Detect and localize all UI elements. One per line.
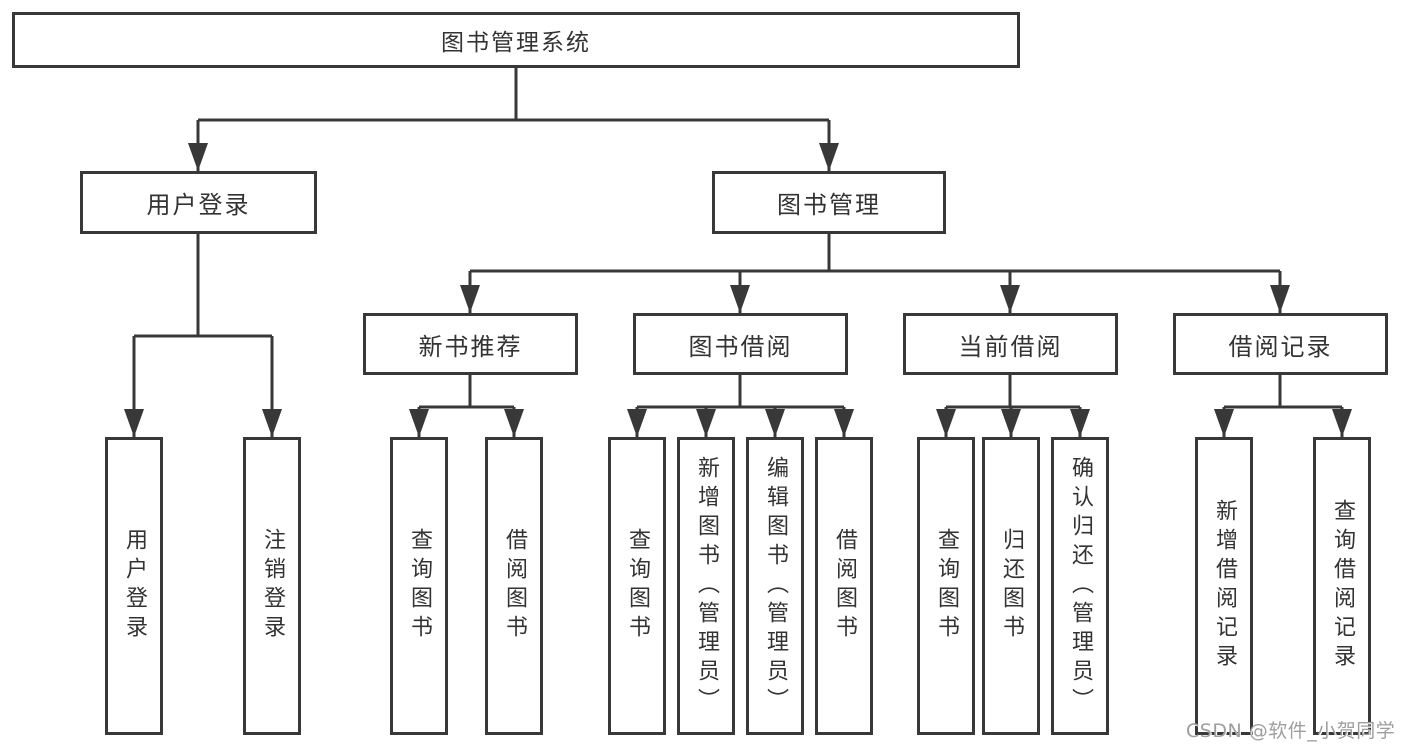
leaf-user-login: 用户登录	[105, 437, 163, 735]
node-label: 借阅图书	[502, 528, 527, 644]
node-user-login: 用户登录	[80, 171, 317, 234]
node-label: 新书推荐	[418, 332, 523, 361]
leaf-query-books-recommend: 查询图书	[390, 437, 448, 735]
node-label: 查询借阅记录	[1330, 499, 1355, 673]
node-label: 查询图书	[407, 528, 432, 644]
node-label: 确认归还（管理员）	[1068, 455, 1093, 717]
node-label: 图书借阅	[688, 332, 793, 361]
node-label: 查询图书	[625, 528, 650, 644]
leaf-logout: 注销登录	[243, 437, 301, 735]
node-label: 当前借阅	[958, 332, 1063, 361]
node-label: 图书管理系统	[441, 30, 591, 56]
node-label: 用户登录	[146, 191, 251, 219]
leaf-confirm-return-admin: 确认归还（管理员）	[1051, 437, 1109, 735]
leaf-query-borrow-record: 查询借阅记录	[1313, 437, 1371, 735]
leaf-borrow-books-recommend: 借阅图书	[485, 437, 543, 735]
node-label: 编辑图书（管理员）	[763, 455, 788, 717]
node-label: 借阅记录	[1228, 332, 1333, 361]
node-current-borrowing: 当前借阅	[903, 313, 1118, 375]
node-label: 归还图书	[999, 528, 1024, 644]
leaf-query-books-borrow: 查询图书	[608, 437, 666, 735]
node-label: 图书管理	[777, 191, 881, 219]
node-label: 新增借阅记录	[1212, 499, 1237, 673]
node-label: 借阅图书	[832, 528, 857, 644]
node-label: 用户登录	[122, 528, 147, 644]
leaf-add-book-admin: 新增图书（管理员）	[677, 437, 735, 735]
node-label: 查询图书	[934, 528, 959, 644]
leaf-borrow-books: 借阅图书	[815, 437, 873, 735]
leaf-add-borrow-record: 新增借阅记录	[1195, 437, 1253, 735]
leaf-edit-book-admin: 编辑图书（管理员）	[746, 437, 804, 735]
node-new-book-recommendation: 新书推荐	[363, 313, 578, 375]
node-borrowing-records: 借阅记录	[1173, 313, 1388, 375]
node-label: 注销登录	[260, 528, 285, 644]
node-label: 新增图书（管理员）	[694, 455, 719, 717]
node-book-borrowing: 图书借阅	[633, 313, 848, 375]
node-book-management: 图书管理	[712, 171, 946, 234]
csdn-watermark: CSDN @软件_小贺同学	[1186, 720, 1396, 742]
leaf-query-books-current: 查询图书	[917, 437, 975, 735]
node-library-management-system: 图书管理系统	[12, 12, 1020, 68]
leaf-return-books: 归还图书	[982, 437, 1040, 735]
